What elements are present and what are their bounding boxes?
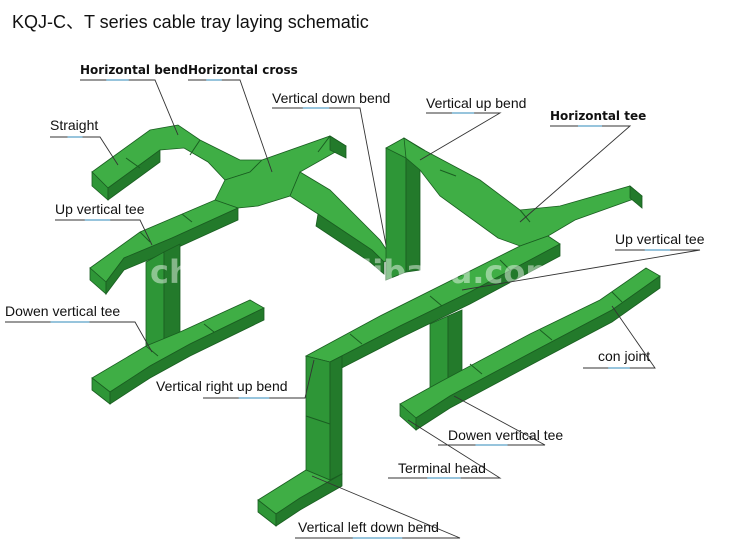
label-con-joint: con joint [598, 348, 650, 364]
label-up-vertical-tee-right: Up vertical tee [615, 231, 705, 247]
label-vertical-down-bend: Vertical down bend [272, 90, 390, 106]
leader-right-up-bend [203, 359, 315, 399]
label-horizontal-tee: Horizontal tee [550, 109, 646, 123]
leader-up-vertical-tee-left [55, 219, 153, 246]
leader-lines [5, 79, 701, 539]
part-labels: Straight Horizontal bend Horizontal cros… [5, 63, 705, 535]
leader-vertical-down-bend [272, 107, 387, 246]
label-dowen-vertical-tee-left: Dowen vertical tee [5, 303, 120, 319]
lower-left-run [91, 299, 265, 405]
label-horizontal-bend: Horizontal bend [80, 63, 188, 77]
tray-structure [89, 124, 661, 527]
label-dowen-vertical-tee-right: Dowen vertical tee [448, 427, 563, 443]
leader-terminal-head [388, 419, 502, 479]
leader-dowen-vertical-tee-left [5, 321, 153, 353]
joint-lines [125, 135, 623, 425]
upper-right-run [403, 137, 643, 247]
label-terminal-head: Terminal head [398, 460, 486, 476]
page-title: KQJ-C、T series cable tray laying schemat… [12, 12, 369, 32]
lower-right-run [399, 267, 661, 431]
right-down-post [305, 355, 343, 481]
leader-con-joint [583, 305, 656, 369]
watermark: chopct.en.alibaba.com [150, 253, 559, 291]
leader-horizontal-tee [519, 125, 632, 223]
leader-left-down-bend [295, 475, 461, 539]
label-vertical-left-down-bend: Vertical left down bend [298, 519, 439, 535]
label-vertical-up-bend: Vertical up bend [426, 95, 526, 111]
center-run [289, 171, 393, 275]
left-mid-run [89, 199, 240, 296]
leader-straight [50, 136, 119, 166]
label-horizontal-cross: Horizontal cross [188, 63, 298, 77]
label-vertical-right-up-bend: Vertical right up bend [156, 378, 288, 394]
leader-horizontal-bend [80, 79, 179, 136]
bottom-foot [257, 469, 343, 527]
label-up-vertical-tee-left: Up vertical tee [55, 201, 145, 217]
leader-horizontal-cross [188, 79, 273, 173]
leader-up-vertical-tee-right [461, 249, 701, 291]
leader-dowen-vertical-tee-right [438, 395, 546, 446]
label-straight: Straight [50, 117, 98, 133]
leader-vertical-up-bend [419, 112, 502, 161]
